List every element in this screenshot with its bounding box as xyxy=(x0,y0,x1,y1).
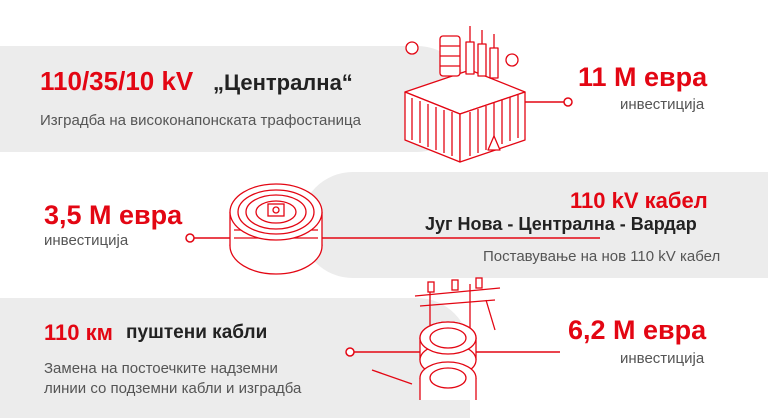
cable-drum-icon xyxy=(229,183,323,275)
section2-route: Југ Нова - Централна - Вардар xyxy=(425,214,697,234)
section3-amount-label: инвестиција xyxy=(620,350,705,367)
transformer-icon xyxy=(404,26,526,163)
section1-description: Изградба на високонапонската трафостаниц… xyxy=(40,112,361,129)
pylon-drums-icon xyxy=(371,277,501,400)
section3-description-line2: линии со подземни кабли и изградба xyxy=(44,380,302,397)
section2-amount-label: инвестиција xyxy=(44,232,129,249)
illustrations xyxy=(185,26,600,400)
section2-amount: 3,5 М евра xyxy=(44,200,183,230)
section1-amount: 11 М евра xyxy=(578,62,708,92)
section2-title-red: 110 kV кабел xyxy=(570,188,708,213)
section3-band xyxy=(0,298,470,418)
section1-band xyxy=(0,46,470,152)
section2-band xyxy=(300,172,768,278)
section3-amount: 6,2 М евра xyxy=(568,315,707,345)
section2-description: Поставување на нов 110 kV кабел xyxy=(483,248,721,265)
section1-title-dark: „Централна“ xyxy=(213,70,353,95)
section1-amount-label: инвестиција xyxy=(620,96,705,113)
section1-title-red: 110/35/10 kV xyxy=(40,66,194,96)
section3-title-dark: пуштени кабли xyxy=(126,322,268,343)
section3-description-line1: Замена на постоечките надземни xyxy=(44,360,278,377)
section3-title-red: 110 км xyxy=(44,320,113,345)
